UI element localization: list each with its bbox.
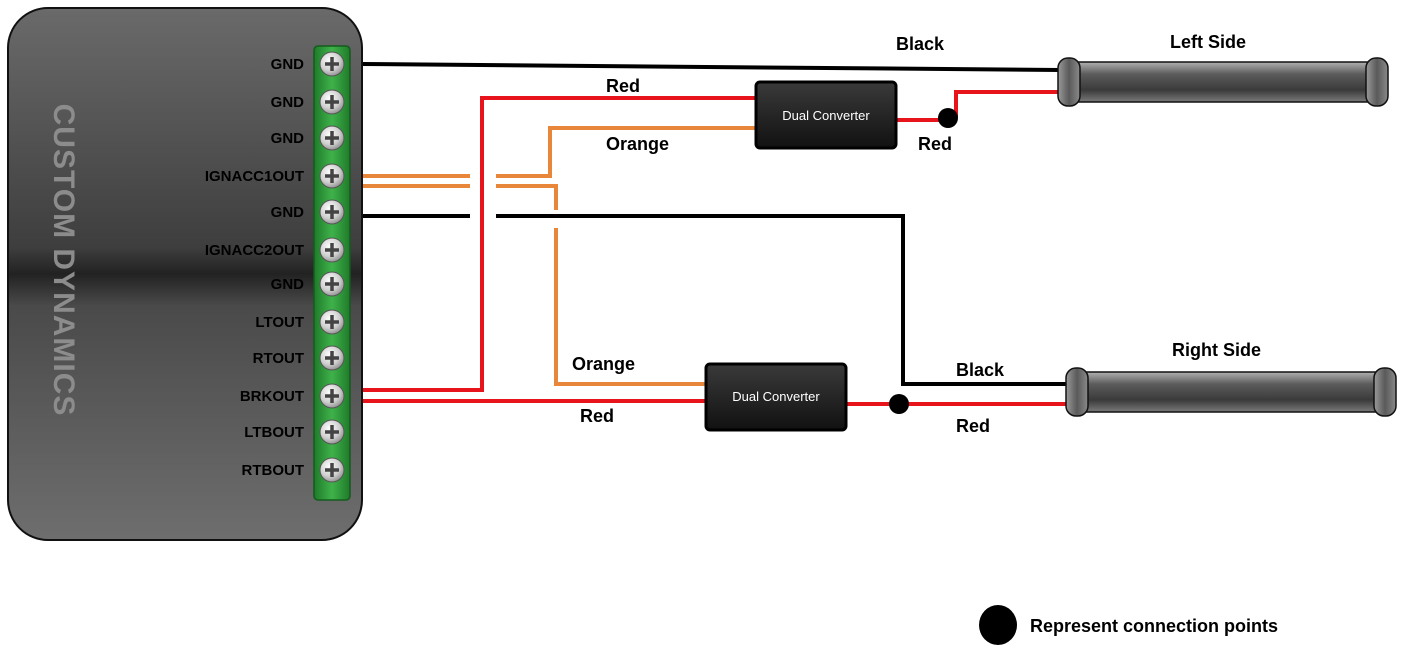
terminal-label: RTOUT: [253, 350, 304, 367]
terminal-2: GND: [271, 125, 345, 151]
terminal-label: GND: [271, 94, 305, 111]
label-orange-bottom: Orange: [572, 354, 635, 374]
red-wire-top-out: [896, 90, 1060, 122]
terminal-label: LTOUT: [255, 314, 304, 331]
label-red-bottom-out: Red: [956, 416, 990, 436]
control-module: CUSTOM DYNAMICS GND GND GND IGNACC1OUT GND IG…: [7, 7, 363, 541]
terminal-label: GND: [271, 204, 305, 221]
label-right-side: Right Side: [1172, 340, 1261, 360]
legend: Represent connection points: [979, 605, 1278, 645]
terminal-0: GND: [271, 51, 345, 77]
terminal-11: RTBOUT: [242, 457, 345, 483]
converter-bottom: Dual Converter: [704, 362, 848, 432]
wires: [361, 62, 1068, 406]
plus-icon: [325, 57, 339, 71]
terminal-5: IGNACC2OUT: [205, 237, 345, 263]
plus-icon: [325, 169, 339, 183]
converter-bottom-label: Dual Converter: [732, 389, 820, 404]
terminal-label: GND: [271, 130, 305, 147]
terminal-10: LTBOUT: [244, 419, 345, 445]
terminal-8: RTOUT: [253, 345, 345, 371]
terminal-label: LTBOUT: [244, 424, 304, 441]
label-red-bottom: Red: [580, 406, 614, 426]
label-red-top-out: Red: [918, 134, 952, 154]
black-wire-top: [361, 62, 1061, 72]
plus-icon: [325, 243, 339, 257]
terminal-3: IGNACC1OUT: [205, 163, 345, 189]
terminal-1: GND: [271, 89, 345, 115]
red-wire-top: [362, 96, 756, 392]
label-left-side: Left Side: [1170, 32, 1246, 52]
plus-icon: [325, 205, 339, 219]
terminal-label: GND: [271, 276, 305, 293]
terminal-label: GND: [271, 56, 305, 73]
plus-icon: [325, 351, 339, 365]
converter-top: Dual Converter: [754, 80, 898, 150]
terminal-6: GND: [271, 271, 345, 297]
plus-icon: [325, 95, 339, 109]
terminal-label: IGNACC1OUT: [205, 168, 304, 185]
plus-icon: [325, 131, 339, 145]
light-bar-left: [1057, 57, 1389, 107]
terminal-label: BRKOUT: [240, 388, 304, 405]
terminal-label: IGNACC2OUT: [205, 242, 304, 259]
plus-icon: [325, 389, 339, 403]
orange-wire-top-b: [496, 126, 756, 178]
terminal-list: GND GND GND IGNACC1OUT GND IGNACC2OUT GND LTOUT…: [205, 51, 345, 483]
label-black-top: Black: [896, 34, 945, 54]
converter-top-label: Dual Converter: [782, 108, 870, 123]
plus-icon: [325, 277, 339, 291]
light-bar-right: [1065, 367, 1397, 417]
label-red-top: Red: [606, 76, 640, 96]
plus-icon: [325, 425, 339, 439]
brand-text: CUSTOM DYNAMICS: [47, 104, 80, 417]
legend-connection-icon: [979, 605, 1017, 645]
terminal-9: BRKOUT: [240, 383, 345, 409]
label-orange-top: Orange: [606, 134, 669, 154]
plus-icon: [325, 315, 339, 329]
legend-text: Represent connection points: [1030, 616, 1278, 636]
orange-wire-bottom: [496, 184, 558, 210]
plus-icon: [325, 463, 339, 477]
terminal-label: RTBOUT: [242, 462, 305, 479]
orange-wire-bottom-2: [554, 228, 706, 386]
black-wire-bottom-b: [496, 214, 1068, 386]
connection-point-bottom: [889, 394, 909, 414]
terminal-7: LTOUT: [255, 309, 345, 335]
terminal-4: GND: [271, 199, 345, 225]
label-black-bottom: Black: [956, 360, 1005, 380]
connection-point-top: [938, 108, 958, 128]
